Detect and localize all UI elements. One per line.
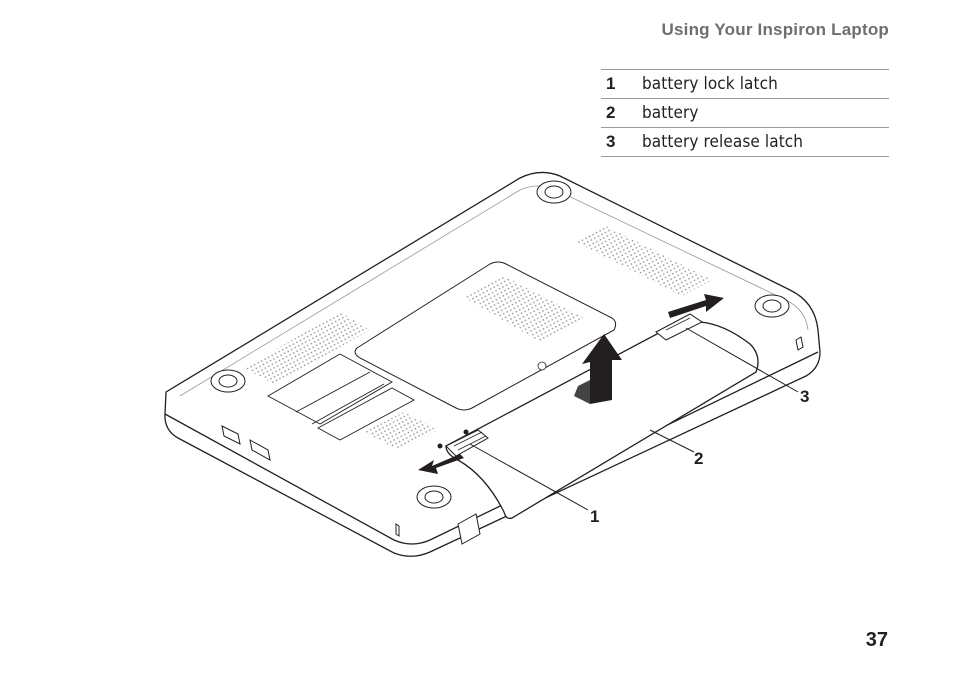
legend-number: 3 <box>606 132 616 151</box>
rubber-feet <box>210 180 790 509</box>
legend-number: 2 <box>606 103 616 122</box>
release-latch <box>655 313 703 341</box>
callout-3: 3 <box>800 387 809 406</box>
legend-label: battery <box>642 103 699 123</box>
legend-row: 2 battery <box>601 98 889 127</box>
access-panel <box>354 261 617 411</box>
legend-table: 1 battery lock latch 2 battery 3 battery… <box>601 69 889 157</box>
legend-number: 1 <box>606 74 616 93</box>
legend-label: battery release latch <box>642 132 804 152</box>
vent-grilles <box>244 226 712 450</box>
slide-arrow <box>668 294 724 318</box>
legend-label: battery lock latch <box>642 74 778 94</box>
leader-lines <box>469 327 799 511</box>
lift-arrow <box>574 334 622 404</box>
page-number: 37 <box>865 629 888 651</box>
callout-2: 2 <box>694 449 703 468</box>
label-plates <box>267 353 415 441</box>
lock-latch <box>437 429 489 457</box>
legend-row: 1 battery lock latch <box>601 69 889 98</box>
side-ports <box>221 336 804 545</box>
page-header: Using Your Inspiron Laptop <box>661 20 889 39</box>
legend-row: 3 battery release latch <box>601 127 889 157</box>
callout-1: 1 <box>590 507 599 526</box>
slide-arrow <box>418 454 464 474</box>
